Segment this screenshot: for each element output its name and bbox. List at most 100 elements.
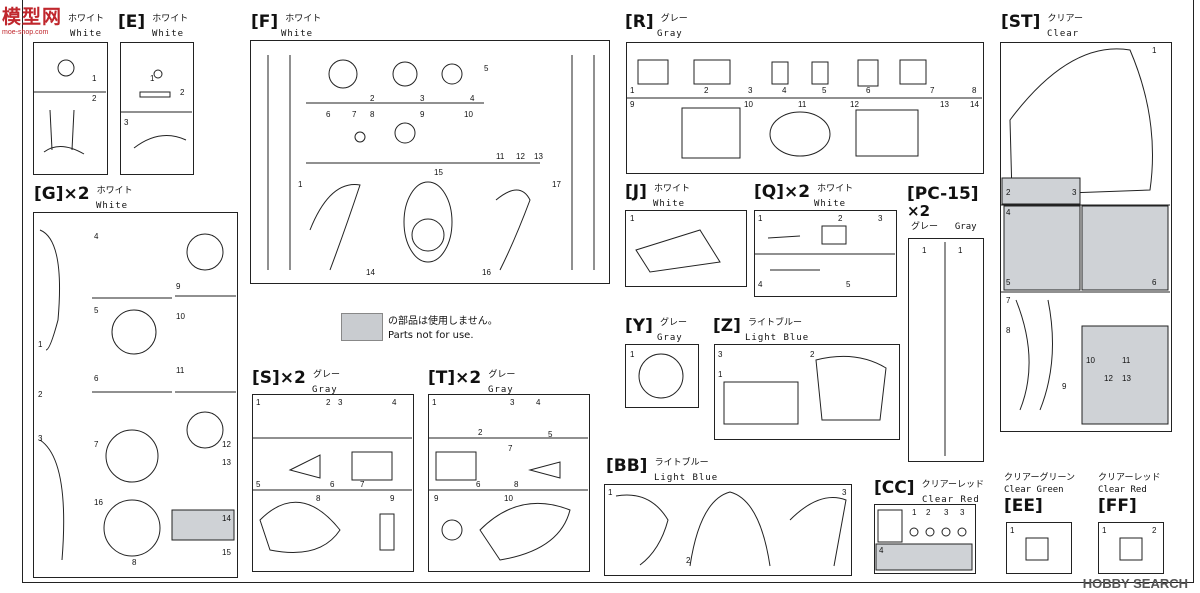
part-number: 11	[1122, 356, 1131, 365]
part-number: 5	[94, 306, 99, 315]
logo-text: 模型网	[2, 7, 63, 28]
part-number: 2	[704, 86, 709, 95]
part-number: 5	[822, 86, 827, 95]
part-number: 1	[958, 246, 963, 255]
part-number: 2	[1006, 188, 1011, 197]
part-number: 10	[504, 494, 513, 503]
runner-r-title: [R] グレー Gray	[625, 12, 688, 39]
part-number: 8	[316, 494, 321, 503]
part-number: 3	[38, 434, 43, 443]
part-number: 5	[256, 480, 261, 489]
runner-ff	[1098, 522, 1164, 574]
part-number: 7	[360, 480, 365, 489]
part-number: 2	[478, 428, 483, 437]
runner-e-title: [E] ホワイト White	[118, 12, 189, 39]
part-number: 1	[630, 86, 635, 95]
part-number: 1	[630, 214, 635, 223]
part-number: 1	[150, 74, 155, 83]
part-number: 3	[420, 94, 425, 103]
runner-j-title: [J] ホワイト White	[625, 182, 690, 209]
part-number: 4	[879, 546, 884, 555]
part-number: 6	[94, 374, 99, 383]
runner-pc15-title: [PC-15] ×2 グレー Gray	[907, 184, 979, 232]
part-number: 13	[940, 100, 949, 109]
part-number: 2	[686, 556, 691, 565]
part-number: 2	[180, 88, 185, 97]
part-number: 1	[432, 398, 437, 407]
part-number: 1	[758, 214, 763, 223]
runner-y	[625, 344, 699, 408]
part-number: 7	[94, 440, 99, 449]
part-number: 12	[516, 152, 525, 161]
part-number: 14	[970, 100, 979, 109]
part-number: 5	[1006, 278, 1011, 287]
site-logo: 模型网 moe-shop.com	[2, 2, 62, 36]
part-number: 2	[1152, 526, 1157, 535]
part-number: 9	[434, 494, 439, 503]
part-number: 7	[352, 110, 357, 119]
part-number: 13	[534, 152, 543, 161]
part-number: 4	[470, 94, 475, 103]
unused-parts-legend: の部品は使用しません。 Parts not for use.	[388, 316, 498, 341]
part-number: 10	[744, 100, 753, 109]
part-number: 2	[810, 350, 815, 359]
part-number: 8	[132, 558, 137, 567]
part-number: 5	[846, 280, 851, 289]
runner-z-title: [Z] ライトブルー Light Blue	[713, 316, 810, 343]
part-number: 13	[222, 458, 231, 467]
part-number: 10	[464, 110, 473, 119]
runner-d-title: ホワイト White	[68, 14, 105, 39]
part-number: 14	[222, 514, 231, 523]
part-number: 12	[1104, 374, 1113, 383]
part-number: 1	[38, 340, 43, 349]
unused-parts-swatch	[341, 313, 383, 341]
runner-y-title: [Y] グレー Gray	[625, 316, 687, 343]
part-number: 15	[222, 548, 231, 557]
part-number: 17	[552, 180, 561, 189]
part-number: 10	[1086, 356, 1095, 365]
watermark: HOBBY SEARCH	[1082, 576, 1188, 591]
part-number: 3	[338, 398, 343, 407]
runner-bb-title: [BB] ライトブルー Light Blue	[606, 456, 719, 483]
part-number: 1	[256, 398, 261, 407]
part-number: 1	[608, 488, 613, 497]
part-number: 1	[922, 246, 927, 255]
part-number: 2	[370, 94, 375, 103]
runner-t-title: [T]×2 グレー Gray	[428, 368, 516, 395]
part-number: 8	[1006, 326, 1011, 335]
part-number: 1	[912, 508, 917, 517]
part-number: 2	[838, 214, 843, 223]
part-number: 6	[326, 110, 331, 119]
part-number: 9	[390, 494, 395, 503]
logo-subtext: moe-shop.com	[2, 29, 49, 36]
runner-d	[33, 42, 108, 175]
runner-e	[120, 42, 194, 175]
part-number: 3	[124, 118, 129, 127]
runner-s	[252, 394, 414, 572]
part-number: 1	[1102, 526, 1107, 535]
part-number: 13	[1122, 374, 1131, 383]
runner-pc15	[908, 238, 984, 462]
part-number: 16	[94, 498, 103, 507]
part-number: 10	[176, 312, 185, 321]
part-number: 3	[748, 86, 753, 95]
part-number: 4	[782, 86, 787, 95]
part-number: 7	[930, 86, 935, 95]
part-number: 3	[1072, 188, 1077, 197]
part-number: 12	[222, 440, 231, 449]
part-number: 12	[850, 100, 859, 109]
part-number: 11	[798, 100, 807, 109]
part-number: 5	[484, 64, 489, 73]
part-number: 4	[536, 398, 541, 407]
part-number: 6	[866, 86, 871, 95]
part-number: 4	[758, 280, 763, 289]
part-number: 4	[392, 398, 397, 407]
runner-st-title: [ST] クリアー Clear	[1001, 12, 1083, 39]
part-number: 16	[482, 268, 491, 277]
part-number: 7	[508, 444, 513, 453]
part-number: 11	[496, 152, 505, 161]
part-number: 4	[94, 232, 99, 241]
runner-j	[625, 210, 747, 287]
